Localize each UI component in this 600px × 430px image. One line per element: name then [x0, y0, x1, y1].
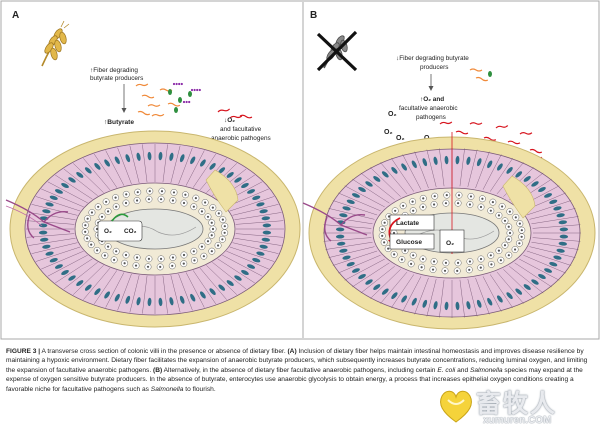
wheat-icon [41, 20, 70, 67]
lactate-label: Lactate [396, 220, 419, 227]
o2-label: O₂ [388, 111, 397, 118]
figure-caption: FIGURE 3 | A transverse cross section of… [6, 347, 592, 394]
butyrate-label: ↑Butyrate [104, 119, 134, 126]
panel-b-letter: B [310, 10, 317, 21]
bacteria-cluster-a [135, 82, 253, 119]
caption-salmonella-2: Salmonella [150, 385, 184, 393]
fiber-producers-up-label-line1: ↑Fiber degrading [90, 67, 138, 74]
fiber-producers-down-label-line2: producers [420, 64, 448, 71]
panel-b: B ↓Fiber degrading butyrate producers ↑O… [302, 10, 596, 330]
o2-down-label-line1: ↓O₂ [224, 117, 235, 124]
o2-down-label-line2: and facultative [220, 126, 262, 133]
caption-sentence-2: Inclusion of dietary fiber helps maintai… [6, 348, 588, 374]
watermark: 畜牧人 xumuren.COM [436, 382, 596, 428]
colon-cross-section-b: Lactate Glucose O₂ [302, 132, 596, 330]
watermark-url: xumuren.COM [483, 415, 552, 426]
fiber-producers-down-label-line1: ↓Fiber degrading butyrate [396, 55, 469, 62]
o2-label: O₂ [396, 135, 405, 142]
enterocyte-o2-label: O₂ [104, 228, 112, 235]
caption-b-label: (B) [153, 366, 163, 374]
caption-sentence-5: species may expand at the expense of oxy… [6, 366, 583, 393]
fiber-producers-up-label-line2: butyrate producers [90, 75, 143, 82]
crypt-cells-a [81, 187, 229, 271]
caption-sentence-1: A transverse cross section of colonic vi… [40, 348, 288, 355]
enterocyte-co2-label: CO₂ [124, 228, 137, 235]
panel-a: A ↑Fiber degrading butyrate producers ↑B… [5, 10, 301, 328]
lactate-box [389, 214, 435, 231]
panel-a-letter: A [12, 10, 19, 21]
o2-up-label-line2: facultative anaerobic [399, 105, 458, 112]
caption-salmonella-1: Salmonella [469, 366, 503, 374]
watermark-chinese: 畜牧人 [476, 389, 558, 418]
o2-down-label-line3: anaerobic pathogens [211, 135, 271, 142]
caption-sentence-6: to flourish. [183, 385, 216, 393]
heart-logo-icon [440, 390, 472, 423]
o2-up-label-line3: pathogens [416, 114, 446, 121]
colon-cross-section-a: O₂ CO₂ [5, 130, 301, 328]
enterocyte-b [439, 229, 465, 253]
enterocyte-b-o2-label: O₂ [446, 240, 454, 247]
enterocyte-a [97, 220, 143, 242]
o2-up-label-line1: ↑O₂ and [420, 96, 444, 103]
caption-a-label: (A) [287, 348, 297, 355]
caption-sentence-4: and [455, 366, 470, 374]
figure-illustration: A ↑Fiber degrading butyrate producers ↑B… [0, 0, 600, 340]
caption-label: FIGURE 3 | [6, 348, 41, 355]
caption-ecoli: E. coli [437, 366, 456, 374]
glucose-label: Glucose [396, 239, 422, 246]
glucose-box [389, 233, 435, 250]
o2-label: O₂ [384, 129, 393, 136]
caption-sentence-3: Alternatively, in the absence of dietary… [162, 366, 438, 374]
no-fiber-icon [316, 30, 358, 72]
